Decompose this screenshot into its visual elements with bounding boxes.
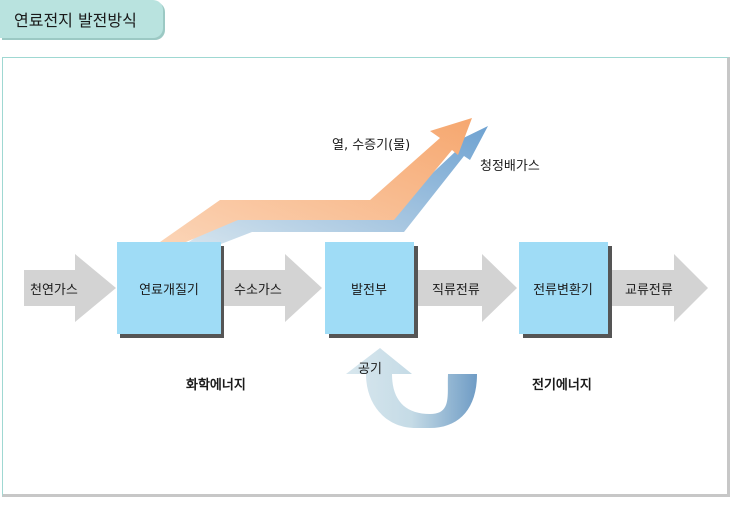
- label-inverter: 전류변환기: [533, 283, 593, 298]
- diagram-frame: [2, 57, 730, 497]
- box-reformer: [117, 242, 221, 334]
- box-generator: [325, 242, 414, 334]
- arrow-ac-current: [611, 254, 708, 322]
- page-title: 연료전지 발전방식: [14, 11, 137, 30]
- box-inverter: [519, 242, 608, 334]
- label-electrical-energy: 전기에너지: [532, 377, 592, 393]
- label-hydrogen-gas: 수소가스: [234, 283, 282, 298]
- arrow-hydrogen-gas: [222, 254, 322, 322]
- label-heat-steam: 열, 수증기(물): [332, 138, 410, 153]
- label-air: 공기: [358, 362, 382, 377]
- label-reformer: 연료개질기: [139, 283, 199, 298]
- label-dc-current: 직류전류: [432, 283, 480, 298]
- label-exhaust: 청정배가스: [480, 159, 540, 174]
- label-chemical-energy: 화학에너지: [186, 377, 246, 393]
- arrow-dc-current: [416, 254, 517, 322]
- air-arrow: [346, 348, 477, 428]
- arrow-natural-gas: [24, 254, 116, 322]
- label-generator: 발전부: [351, 283, 387, 298]
- label-natural-gas: 천연가스: [30, 283, 78, 298]
- exhaust-arrow: [168, 126, 488, 256]
- title-tab: 연료전지 발전방식: [0, 0, 163, 38]
- heat-arrow: [160, 118, 472, 242]
- label-ac-current: 교류전류: [625, 283, 673, 298]
